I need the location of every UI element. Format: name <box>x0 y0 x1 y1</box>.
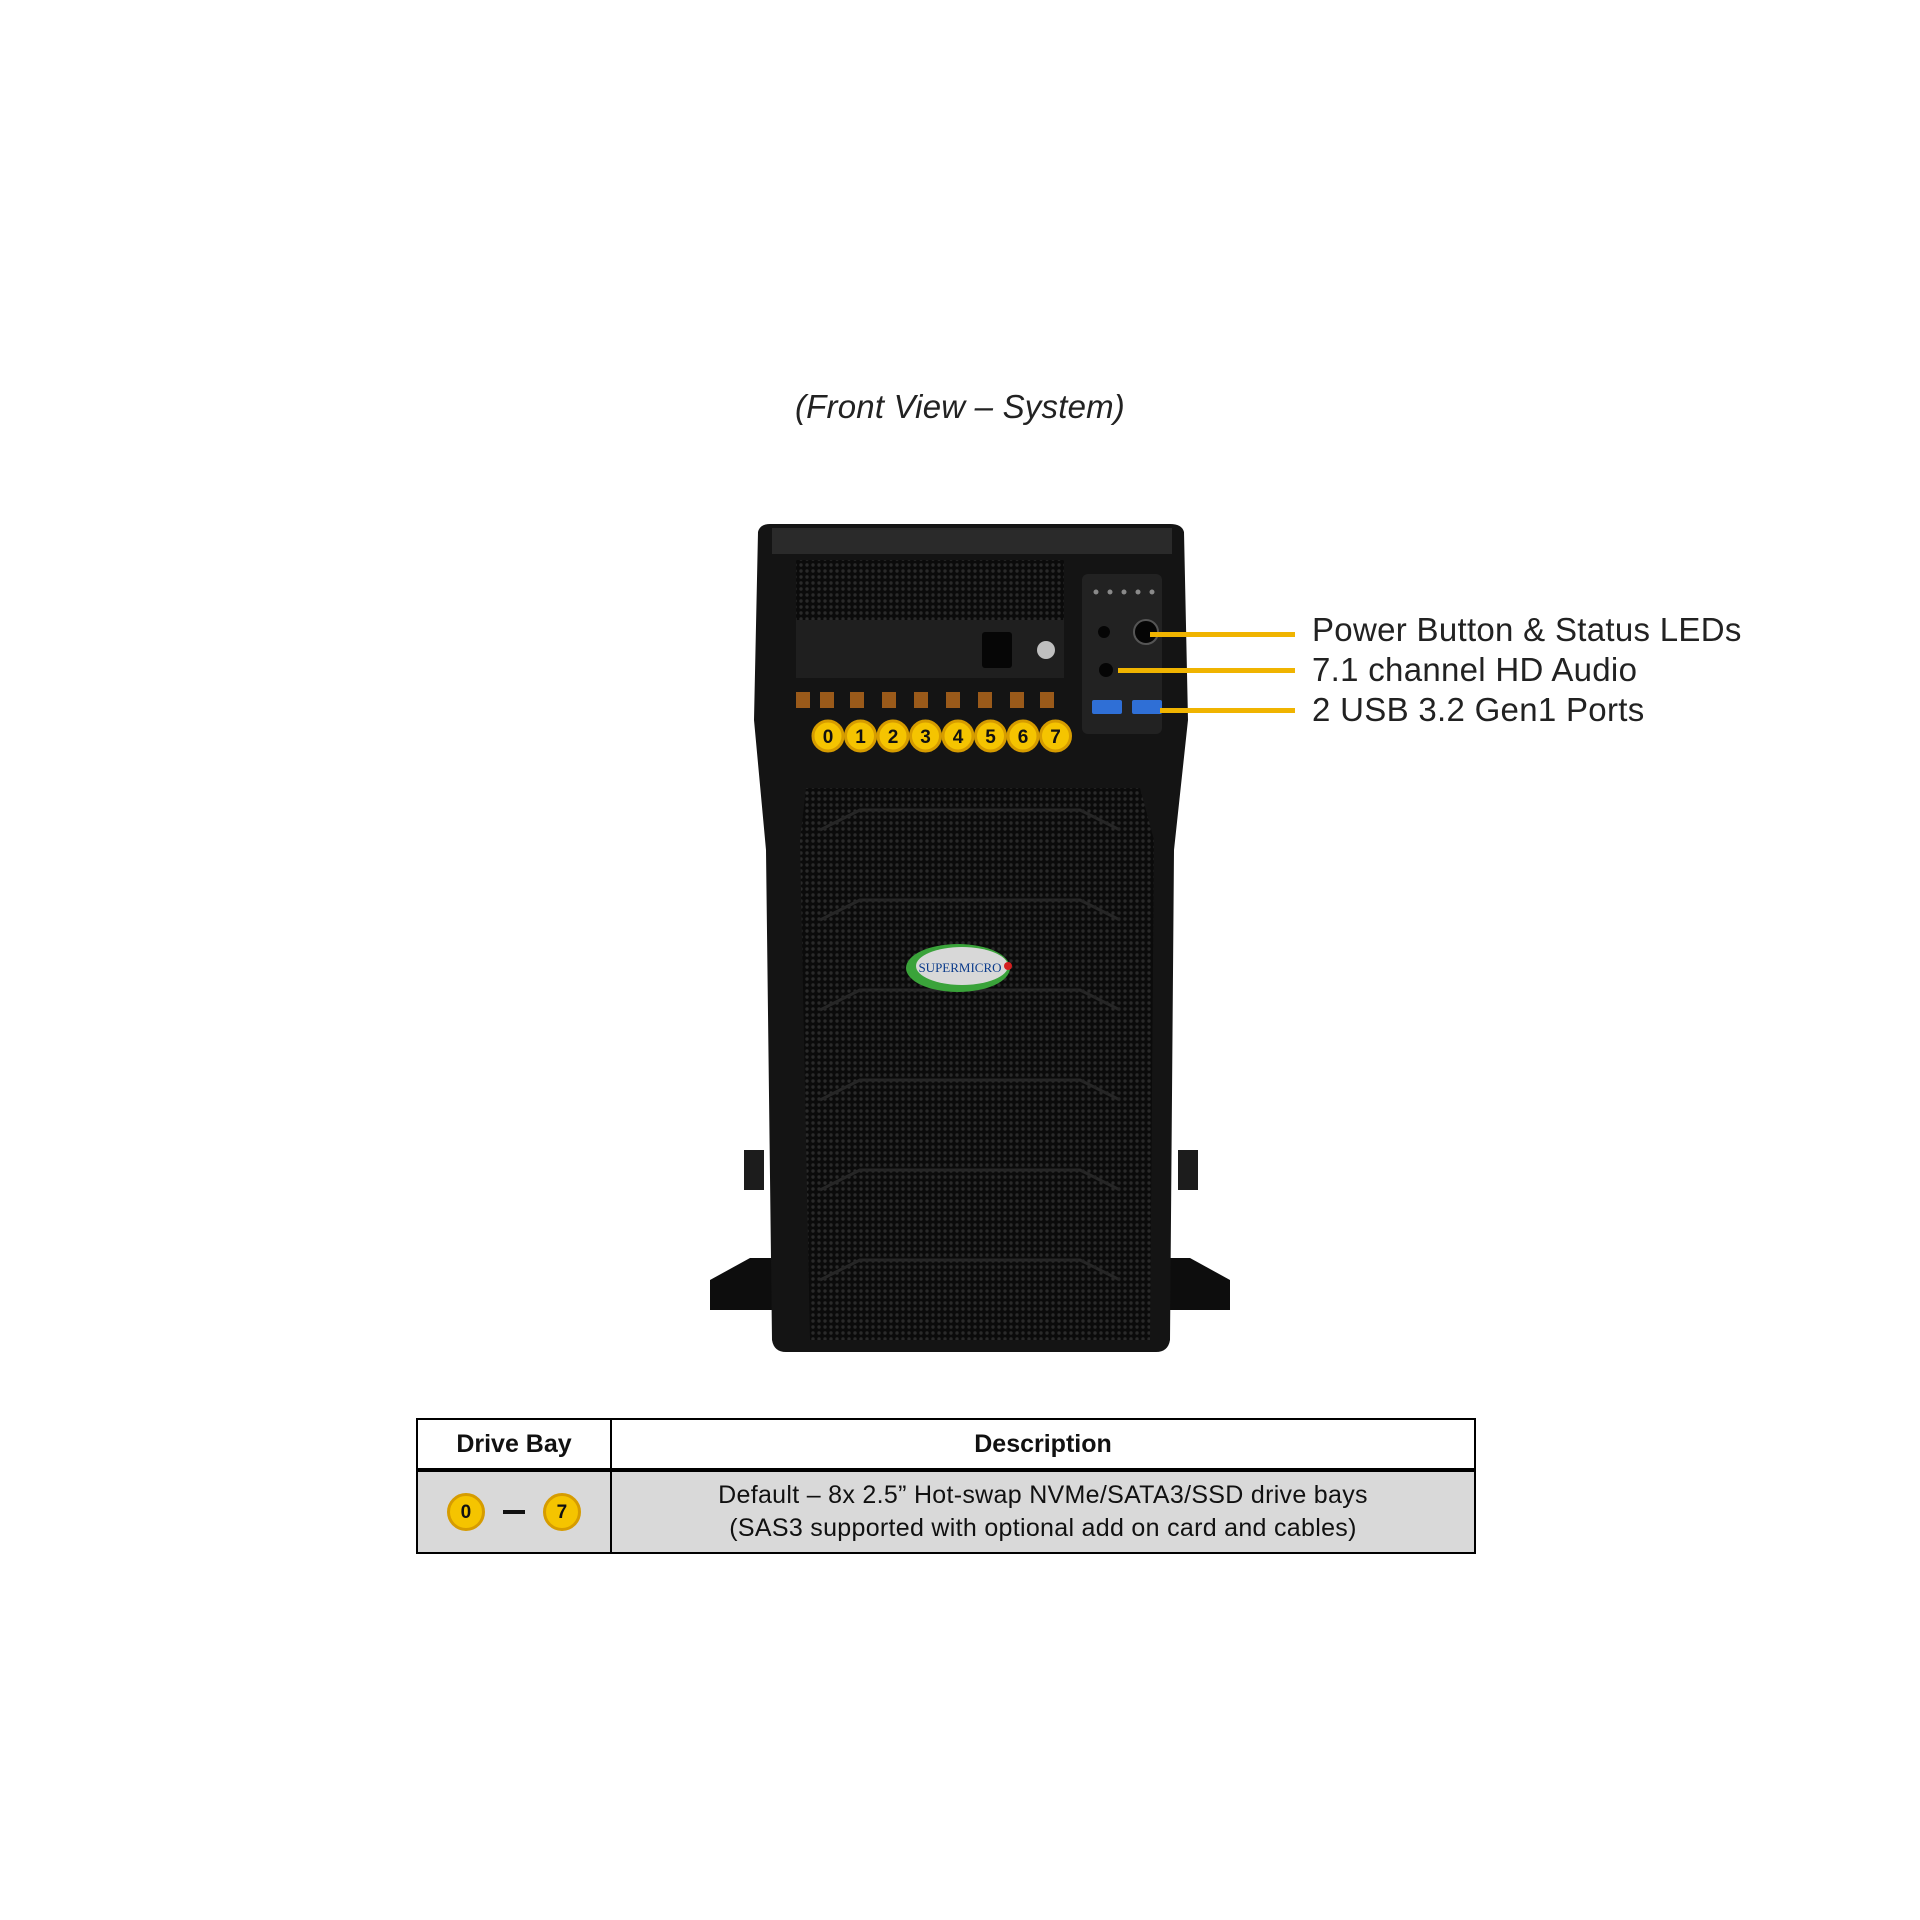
description-line-2: (SAS3 supported with optional add on car… <box>729 1514 1357 1542</box>
drive-bay-badge <box>1039 719 1072 753</box>
usb-port-2 <box>1132 700 1162 714</box>
callout-usb-ports: 2 USB 3.2 Gen1 Ports <box>1312 691 1645 728</box>
drive-bay-badge <box>1006 719 1040 753</box>
range-end-badge: 7 <box>543 1493 581 1531</box>
headphone-jack-icon <box>1099 663 1113 677</box>
drive-bay-badge <box>974 719 1007 753</box>
usb-port-1 <box>1092 700 1122 714</box>
drive-bay-latches <box>796 692 1054 708</box>
range-start-badge: 0 <box>447 1493 485 1531</box>
drive-bay-number: 3 <box>920 727 931 748</box>
drive-bay-number: 1 <box>855 727 866 748</box>
drive-bay-badge <box>909 719 942 753</box>
header-description: Description <box>610 1418 1476 1472</box>
callout-line-power <box>1150 632 1295 637</box>
callout-line-audio <box>1118 668 1295 673</box>
front-io-panel <box>1082 574 1162 734</box>
drive-bay-number: 4 <box>953 727 964 748</box>
drive-bay-number: 6 <box>1018 727 1029 748</box>
drive-bay-number: 7 <box>1050 727 1061 748</box>
drive-bay-badge <box>844 719 877 753</box>
supermicro-logo: SUPERMICRO <box>906 944 1012 992</box>
drive-bay-badge <box>876 719 910 753</box>
range-dash <box>503 1510 525 1514</box>
reset-button <box>1098 626 1110 638</box>
svg-text:SUPERMICRO: SUPERMICRO <box>918 960 1001 975</box>
lock-icon <box>1037 641 1055 659</box>
drive-bay-range-cell: 0 7 <box>416 1470 612 1554</box>
callout-line-usb <box>1160 708 1295 713</box>
top-mesh-panel <box>796 560 1064 620</box>
drive-bay-table: Drive Bay Description 0 7 Default – 8x 2… <box>416 1418 1476 1554</box>
drive-bay-badge <box>811 719 845 753</box>
callout-power-button-status-leds: Power Button & Status LEDs <box>1312 611 1742 648</box>
table-row: 0 7 Default – 8x 2.5” Hot-swap NVMe/SATA… <box>416 1470 1476 1554</box>
drive-bay-badge <box>941 719 975 753</box>
front-mesh-grille <box>800 788 1154 1340</box>
header-drive-bay: Drive Bay <box>416 1418 612 1472</box>
callout-hd-audio: 7.1 channel HD Audio <box>1312 651 1638 688</box>
description-line-1: Default – 8x 2.5” Hot-swap NVMe/SATA3/SS… <box>718 1481 1368 1509</box>
figure-caption: (Front View – System) <box>794 388 1125 425</box>
drive-bay-number: 0 <box>823 727 834 748</box>
description-cell: Default – 8x 2.5” Hot-swap NVMe/SATA3/SS… <box>610 1470 1476 1554</box>
drive-bay-number: 2 <box>888 727 899 748</box>
drive-bay-number: 5 <box>985 727 996 748</box>
optical-bay <box>982 632 1012 668</box>
